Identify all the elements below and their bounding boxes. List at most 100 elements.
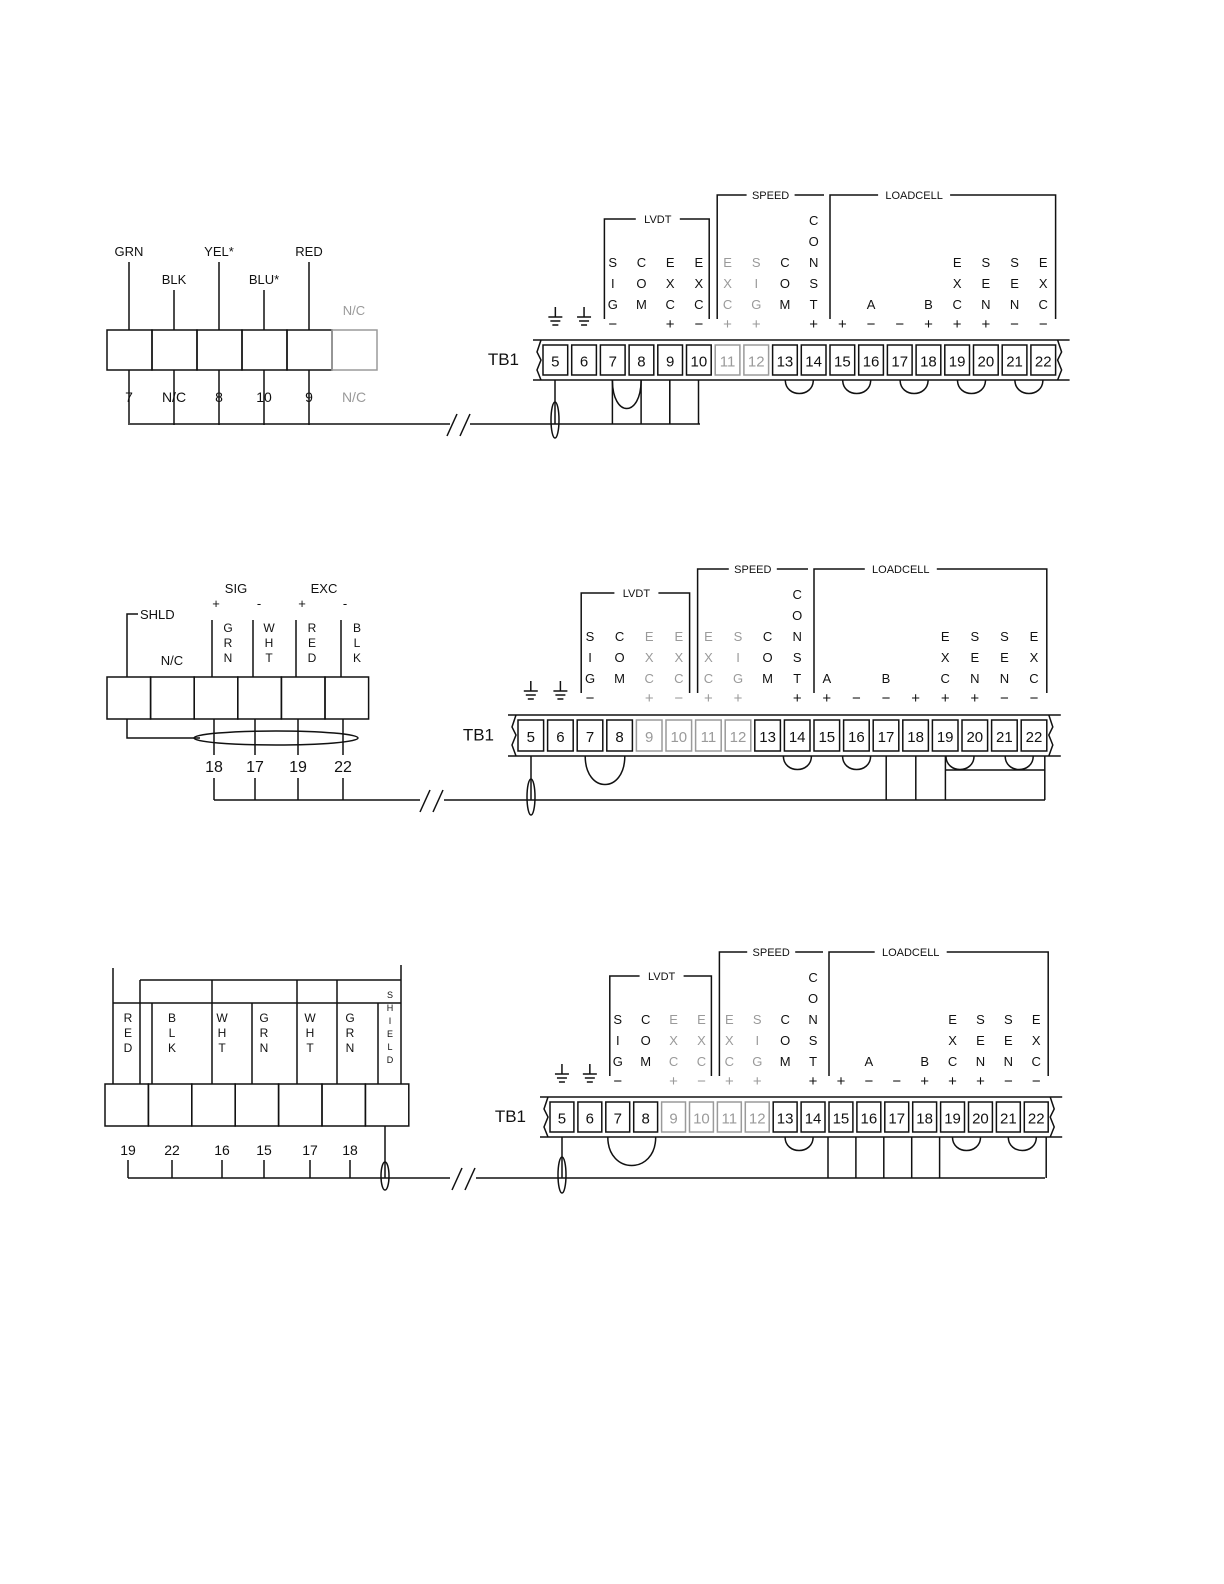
sensor-pin-label-3: 22 [334,759,352,776]
terminal-number-12: 12 [730,729,747,746]
sensor-pin-label-0: 19 [120,1142,136,1158]
terminal-18 [911,1101,938,1133]
sensor-cell-3 [234,1083,280,1127]
shield-ellipse-block [193,730,359,746]
terminal-letter-11-2: C [725,1054,734,1069]
terminal-21 [995,1101,1022,1133]
speed-header: SPEED [734,564,771,576]
terminal-letter-9-1: X [669,1033,678,1048]
terminal-sign-9: + [666,316,675,333]
terminal-15 [828,1101,854,1133]
terminal-9 [660,1101,687,1133]
terminal-letter-8-2: M [614,671,625,686]
terminal-letter-22-1: X [1032,1033,1041,1048]
sensor-wire-label-5: N/C [343,303,365,318]
terminal-letter-14-0: C [808,970,817,985]
terminal-5 [517,719,545,752]
terminal-8 [628,344,655,376]
wire-letter-6-3: E [387,1029,393,1039]
sensor-cell-3 [237,676,283,720]
sensor-cell-4 [277,1083,323,1127]
terminal-letter-10-0: E [674,629,683,644]
terminal-number-17: 17 [878,729,895,746]
terminal-sign-20: + [981,316,990,333]
terminal-letter-19-0: E [948,1012,957,1027]
terminal-letter-12-2: G [733,671,743,686]
tb1-label: TB1 [495,1107,526,1126]
terminal-number-6: 6 [580,353,588,370]
terminal-number-10: 10 [693,1110,710,1127]
terminal-letter-22-0: E [1032,1012,1041,1027]
terminal-letter-19-2: C [948,1054,957,1069]
sensor-pin-label-5: 18 [342,1142,358,1158]
terminal-number-16: 16 [861,1110,878,1127]
sig-label: SIG [225,581,247,596]
loadcell-header: LOADCELL [885,190,942,202]
wire-letter-6-0: S [387,990,393,1000]
sensor-cell-1 [149,676,195,720]
terminal-17 [884,1101,910,1133]
wire-letter-5-0: G [345,1011,354,1025]
terminal-number-21: 21 [1006,353,1023,370]
terminal-sign-18: + [920,1073,929,1090]
terminal-sign-15: + [838,316,847,333]
speed-bracket [696,568,808,693]
terminal-sign-22: − [1032,1073,1041,1090]
terminal-sign-11: + [704,690,713,707]
terminal-letter-19-1: X [953,276,962,291]
sensor-pin-label-2: 19 [289,759,307,776]
sensor-cell-4 [286,329,333,371]
terminal-letter-10-2: C [694,297,703,312]
sensor-cell-5 [331,329,378,371]
sensor-cell-3 [241,329,288,371]
terminal-9 [657,344,684,376]
wire-letter-3-0: B [353,621,361,635]
terminal-9 [635,719,663,752]
lvdt-header: LVDT [623,588,651,600]
terminal-letter-14-3: S [809,276,818,291]
terminal-12 [724,719,752,752]
wire-letter-2-1: E [308,636,316,650]
sensor-cell-2 [191,1083,236,1127]
terminal-number-19: 19 [937,729,954,746]
terminal-letter-13-2: M [762,671,773,686]
terminal-letter-11-1: X [723,276,732,291]
speed-label-bg [746,187,795,201]
sensor-cell-5 [321,1083,367,1127]
terminal-6 [570,344,598,376]
wire-letter-3-2: K [353,651,361,665]
terminal-letter-11-0: E [723,255,732,270]
terminal-letter-11-0: E [725,1012,734,1027]
terminal-number-9: 9 [669,1110,677,1127]
terminal-sign-12: + [734,690,743,707]
wire-letter-5-1: R [346,1026,355,1040]
shld-label: SHLD [140,607,175,622]
terminal-7 [599,344,626,376]
terminal-letter-12-0: S [753,1012,762,1027]
terminal-letter-8-2: M [636,297,647,312]
terminal-letter-9-2: C [669,1054,678,1069]
terminal-letter-21-2: N [1010,297,1019,312]
terminal-letter-13-2: M [780,297,791,312]
terminal-20 [967,1101,994,1133]
tb-right-end [1049,1096,1056,1138]
terminal-letter-7-0: S [613,1012,622,1027]
terminal-number-10: 10 [670,729,687,746]
jumper-16 [1014,379,1044,395]
nc-label: N/C [161,653,183,668]
terminal-15 [813,719,841,752]
sensor-wire-label-3: BLU* [249,272,279,287]
terminal-sign-17: − [895,316,904,333]
cable-break-mark-2 [464,1167,476,1191]
terminal-number-6: 6 [556,729,564,746]
terminal-6 [546,719,574,752]
terminal-number-11: 11 [701,729,717,746]
terminal-letter-12-1: I [755,1033,759,1048]
terminal-letter-7-1: I [588,650,592,665]
sensor-pin-label-1: 17 [246,759,264,776]
terminal-number-5: 5 [527,729,535,746]
terminal-letter-14-4: T [809,1054,817,1069]
jumper-19-20 [945,755,975,771]
terminal-number-7: 7 [586,729,594,746]
